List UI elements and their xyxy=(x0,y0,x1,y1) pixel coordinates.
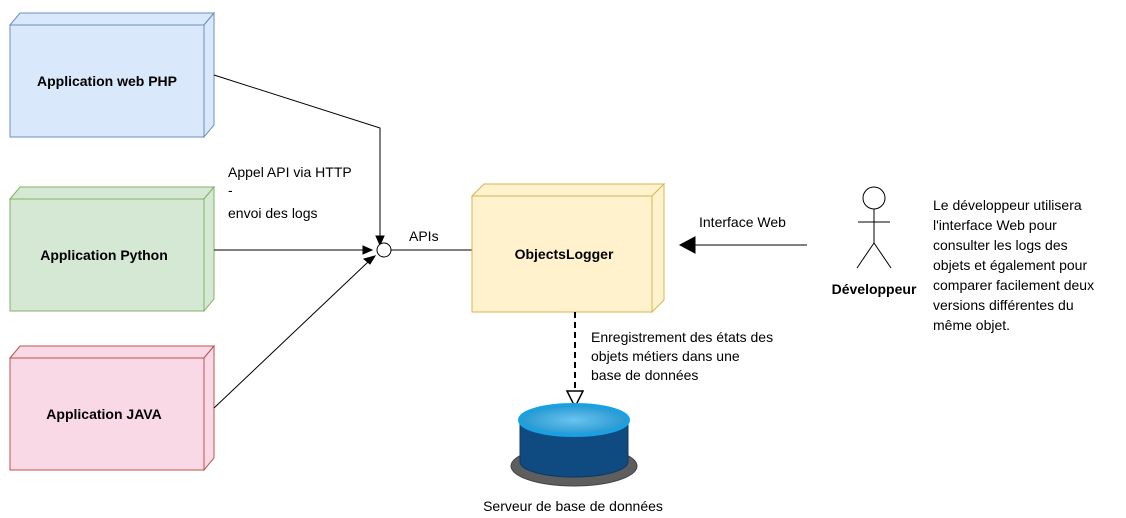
storage-line-1: Enregistrement des états des xyxy=(591,329,773,345)
apis-label: APIs xyxy=(409,228,439,244)
database-server-node[interactable]: Serveur de base de données xyxy=(483,403,663,514)
note-line-7: même objet. xyxy=(933,317,1010,333)
note-line-1: Le développeur utilisera xyxy=(933,197,1082,213)
java-to-interface-edge[interactable] xyxy=(213,261,369,409)
java-node-front-face xyxy=(9,357,205,471)
developer-left-leg xyxy=(856,242,875,269)
java-node-side-face xyxy=(203,344,215,472)
python-application-node[interactable]: Application Python xyxy=(8,185,216,313)
storage-line-3: base de données xyxy=(591,367,698,383)
python-node-label: Application Python xyxy=(40,247,168,263)
developer-actor[interactable]: Développeur xyxy=(832,186,917,297)
note-line-3: consulter les logs des xyxy=(933,237,1068,253)
api-interface-circle[interactable] xyxy=(376,242,392,258)
python-node-front-face xyxy=(9,198,205,312)
php-node-side-face xyxy=(203,11,215,139)
api-call-line-1: Appel API via HTTP xyxy=(228,164,351,180)
php-to-interface-edge[interactable] xyxy=(213,74,381,236)
php-application-node[interactable]: Application web PHP xyxy=(8,11,216,139)
python-node-side-face xyxy=(203,185,215,313)
api-call-line-2: - xyxy=(228,182,233,198)
developer-note: Le développeur utilisera l'interface Web… xyxy=(933,197,1098,333)
api-call-label: Appel API via HTTP - envoi des logs xyxy=(228,164,355,221)
java-application-node[interactable]: Application JAVA xyxy=(8,344,216,472)
logger-node-front-face xyxy=(471,195,653,313)
web-interface-arrowhead xyxy=(678,236,696,254)
storage-line-2: objets métiers dans une xyxy=(591,348,740,364)
logger-node-side-face xyxy=(651,182,665,314)
php-node-front-face xyxy=(9,24,205,138)
storage-label: Enregistrement des états des objets méti… xyxy=(591,329,777,383)
php-edge-arrowhead xyxy=(375,235,385,247)
web-interface-label: Interface Web xyxy=(699,214,786,230)
logger-node-label: ObjectsLogger xyxy=(515,246,614,262)
note-line-4: objets et également pour xyxy=(933,257,1087,273)
php-node-label: Application web PHP xyxy=(37,73,177,89)
python-edge-arrowhead xyxy=(362,245,374,255)
note-line-5: comparer facilement deux xyxy=(933,277,1094,293)
developer-label: Développeur xyxy=(832,281,917,297)
database-top-icon xyxy=(518,403,630,437)
database-label: Serveur de base de données xyxy=(483,498,663,514)
developer-right-leg xyxy=(873,242,892,269)
java-edge-arrowhead xyxy=(362,255,377,265)
java-node-top-face xyxy=(8,345,216,359)
java-node-label: Application JAVA xyxy=(46,406,161,422)
note-line-2: l'interface Web pour xyxy=(933,217,1057,233)
objectslogger-node[interactable]: ObjectsLogger xyxy=(470,182,666,314)
developer-head-icon xyxy=(862,186,886,210)
python-node-top-face xyxy=(8,186,216,200)
php-node-top-face xyxy=(8,12,216,26)
storage-edge-arrowhead xyxy=(565,390,585,409)
api-call-line-3: envoi des logs xyxy=(228,205,318,221)
note-line-6: versions différentes du xyxy=(933,297,1074,313)
logger-node-top-face xyxy=(470,183,666,197)
